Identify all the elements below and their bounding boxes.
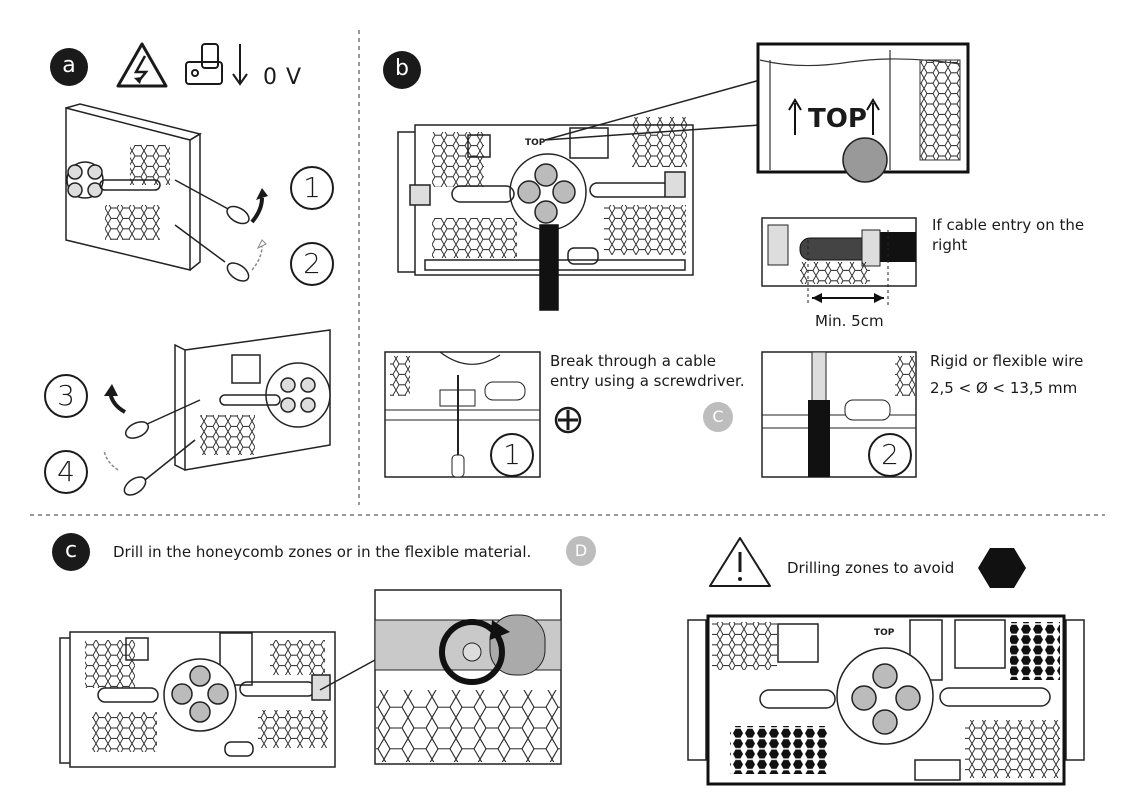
step-1-circle: 1 [290,166,334,210]
break-text: Break through a cable entry using a scre… [550,352,745,390]
rotate-arrow-left-icon [103,384,127,471]
zoom-leader [544,79,761,141]
screwdriver-1 [174,179,250,282]
drill-text: Drill in the honeycomb zones or in the f… [113,543,532,561]
device-a-top [65,103,202,271]
top-label-c: TOP [874,628,895,638]
top-label-main: TOP [525,138,546,148]
zoom-leader-c [319,659,376,691]
wire-text-2: 2,5 < Ø < 13,5 mm [930,379,1078,397]
badge-c: C [703,402,733,432]
switch-off-icon [185,43,248,86]
rotate-arrow-icon [250,188,268,271]
hexagon-avoid-icon [978,548,1026,588]
step-c-badge: c [52,533,90,571]
step-b-badge: b [383,51,421,89]
step-3-circle: 3 [44,374,88,418]
break-step-2: 2 [868,433,912,477]
step-4-circle: 4 [44,450,88,494]
device-a-bottom [174,329,331,471]
break-step-1: 1 [490,433,534,477]
step-a-badge: a [50,48,88,86]
warning-icon [709,537,771,587]
voltage-label: 0 V [263,65,303,90]
cable-right-text: If cable entry on the right [932,216,1085,254]
device-c-right [687,614,1085,786]
zoom-drill-box [374,589,562,765]
avoid-text: Drilling zones to avoid [787,559,955,577]
break-box-1 [384,351,541,478]
wire-text-1: Rigid or flexible wire [930,352,1084,370]
cable-entry-right [761,217,917,305]
min-distance-label: Min. 5cm [815,312,884,330]
electric-hazard-icon [116,42,168,88]
zoom-top-label: TOP [808,104,867,134]
device-b-main [397,117,694,311]
badge-d: D [566,536,596,566]
screwdriver-3 [123,399,201,496]
step-2-circle: 2 [290,242,334,286]
zoom-top-box [756,42,970,183]
phillips-screwdriver-icon [554,406,582,434]
device-c-left [59,631,336,768]
